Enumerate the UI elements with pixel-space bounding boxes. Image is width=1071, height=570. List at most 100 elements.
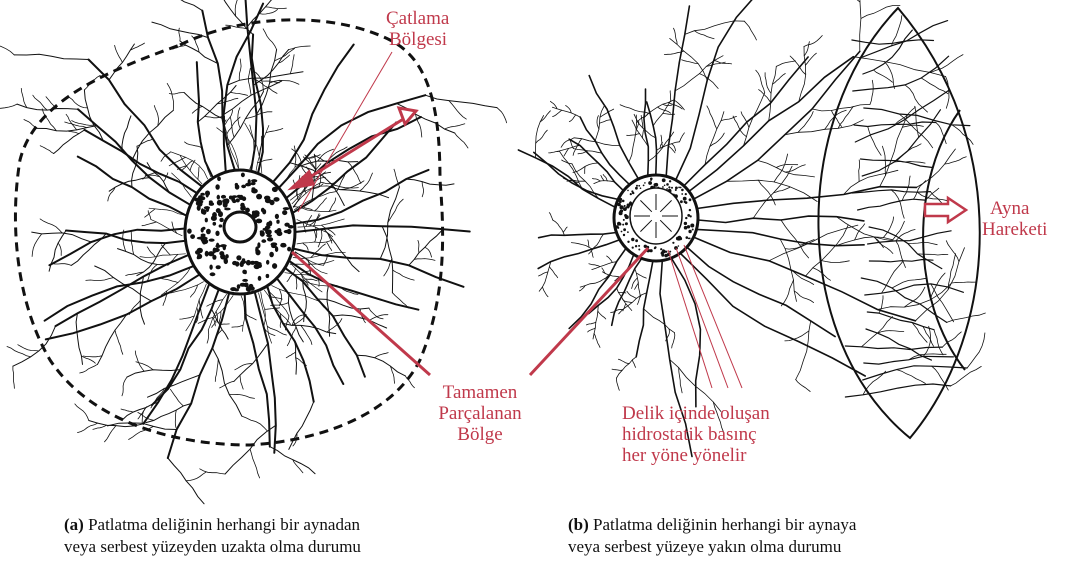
crack-line [627, 291, 637, 298]
crack-line [80, 364, 98, 373]
crack-line [539, 262, 551, 292]
fragment-dot [623, 234, 625, 236]
hydrostatic-pressure-label: Delik içinde oluşan hidrostatik basınç h… [622, 403, 770, 466]
fragment-dot [681, 193, 683, 195]
crack-line [756, 70, 765, 93]
fragment-dot [240, 283, 246, 287]
crack-line [135, 351, 144, 371]
crack-line [21, 88, 27, 107]
fragment-dot [287, 229, 292, 234]
fragment-dot [685, 193, 687, 195]
fragment-dot [635, 245, 637, 247]
fragment-dot [213, 222, 217, 226]
fragment-dot [683, 197, 687, 201]
crack-line [672, 333, 675, 348]
crack-line [414, 259, 435, 261]
fragment-dot [632, 247, 634, 249]
hydrostatic-label-line3: her yöne yönelir [622, 445, 770, 466]
crack-line [215, 359, 218, 382]
face-crack [967, 333, 985, 368]
fragment-dot [287, 247, 291, 252]
fragment-dot [685, 217, 687, 219]
fragment-dot [239, 195, 244, 200]
fragment-dot [236, 255, 241, 260]
fragment-dot [249, 286, 255, 291]
crack-line [796, 380, 811, 392]
crack-line [597, 116, 599, 130]
fragment-dot [638, 249, 640, 251]
crack-line [33, 95, 47, 110]
crack-line [569, 115, 576, 122]
face-crack [932, 366, 949, 390]
crack-line [83, 356, 102, 357]
crack-line [698, 216, 864, 222]
crack-line [200, 469, 225, 474]
fragment-dot [200, 193, 205, 196]
crack-line [175, 410, 176, 427]
face-crack [897, 370, 926, 384]
cracking-zone-label-line1: Çatlama [386, 8, 449, 29]
fragment-dot [648, 181, 652, 185]
crack-line [853, 57, 945, 77]
crack-line [14, 54, 88, 59]
fragment-dot [265, 229, 272, 235]
cracking-zone-label-line2: Bölgesi [389, 29, 449, 50]
fragment-dot [624, 214, 627, 217]
crack-line [78, 157, 187, 216]
caption-a: (a) Patlatma deliğinin herhangi bir ayna… [64, 514, 361, 558]
crack-line [455, 133, 468, 148]
crack-line [86, 278, 114, 281]
crack-line [115, 45, 123, 62]
crack-line [170, 389, 183, 406]
crack-line [84, 90, 103, 141]
fragment-dot [209, 239, 215, 242]
crack-line [121, 409, 133, 412]
hairline-crack [290, 260, 334, 264]
fragment-dot [690, 224, 694, 228]
hairline-crack [297, 240, 332, 244]
fragment-dot [187, 229, 192, 234]
hairline-crack [207, 330, 209, 343]
crack-line [612, 369, 622, 370]
fragment-dot [266, 274, 270, 278]
fragment-dot [256, 194, 262, 200]
fragment-dot [198, 200, 203, 204]
face-crack [858, 199, 925, 210]
crack-line [36, 126, 96, 132]
fragment-dot [666, 183, 669, 186]
fragment-dot [684, 226, 688, 230]
hairline-crack [190, 285, 197, 297]
crack-line [249, 68, 252, 95]
face-crack [931, 284, 954, 322]
crack-line [804, 36, 822, 47]
face-crack [896, 230, 915, 241]
crack-line [42, 109, 56, 131]
fragment-dot [660, 248, 662, 250]
crack-line [573, 163, 598, 173]
crack-line [32, 234, 42, 257]
crack-line [150, 0, 203, 11]
crack-line [680, 253, 865, 376]
caption-b: (b) Patlatma deliğinin herhangi bir ayna… [568, 514, 856, 558]
fragment-dot [246, 260, 251, 266]
face-crack [891, 190, 904, 218]
crack-line [595, 106, 604, 141]
crack-line [186, 472, 206, 481]
crack-line [445, 124, 465, 129]
fragment-dot [212, 255, 216, 260]
crack-line [806, 225, 849, 276]
crack-line [644, 309, 675, 333]
fragment-dot [275, 214, 279, 219]
fragment-dot [669, 251, 671, 253]
fragment-dot [223, 202, 228, 208]
fragment-dot [650, 179, 652, 181]
fragment-dot [202, 227, 205, 230]
fragment-dot [675, 189, 677, 191]
crack-line [333, 315, 387, 328]
crack-line [40, 146, 54, 154]
fragment-dot [624, 205, 626, 207]
fragment-dot [684, 201, 686, 203]
crack-line [263, 29, 277, 50]
crack-line [553, 220, 565, 235]
fragment-dot [272, 263, 277, 269]
